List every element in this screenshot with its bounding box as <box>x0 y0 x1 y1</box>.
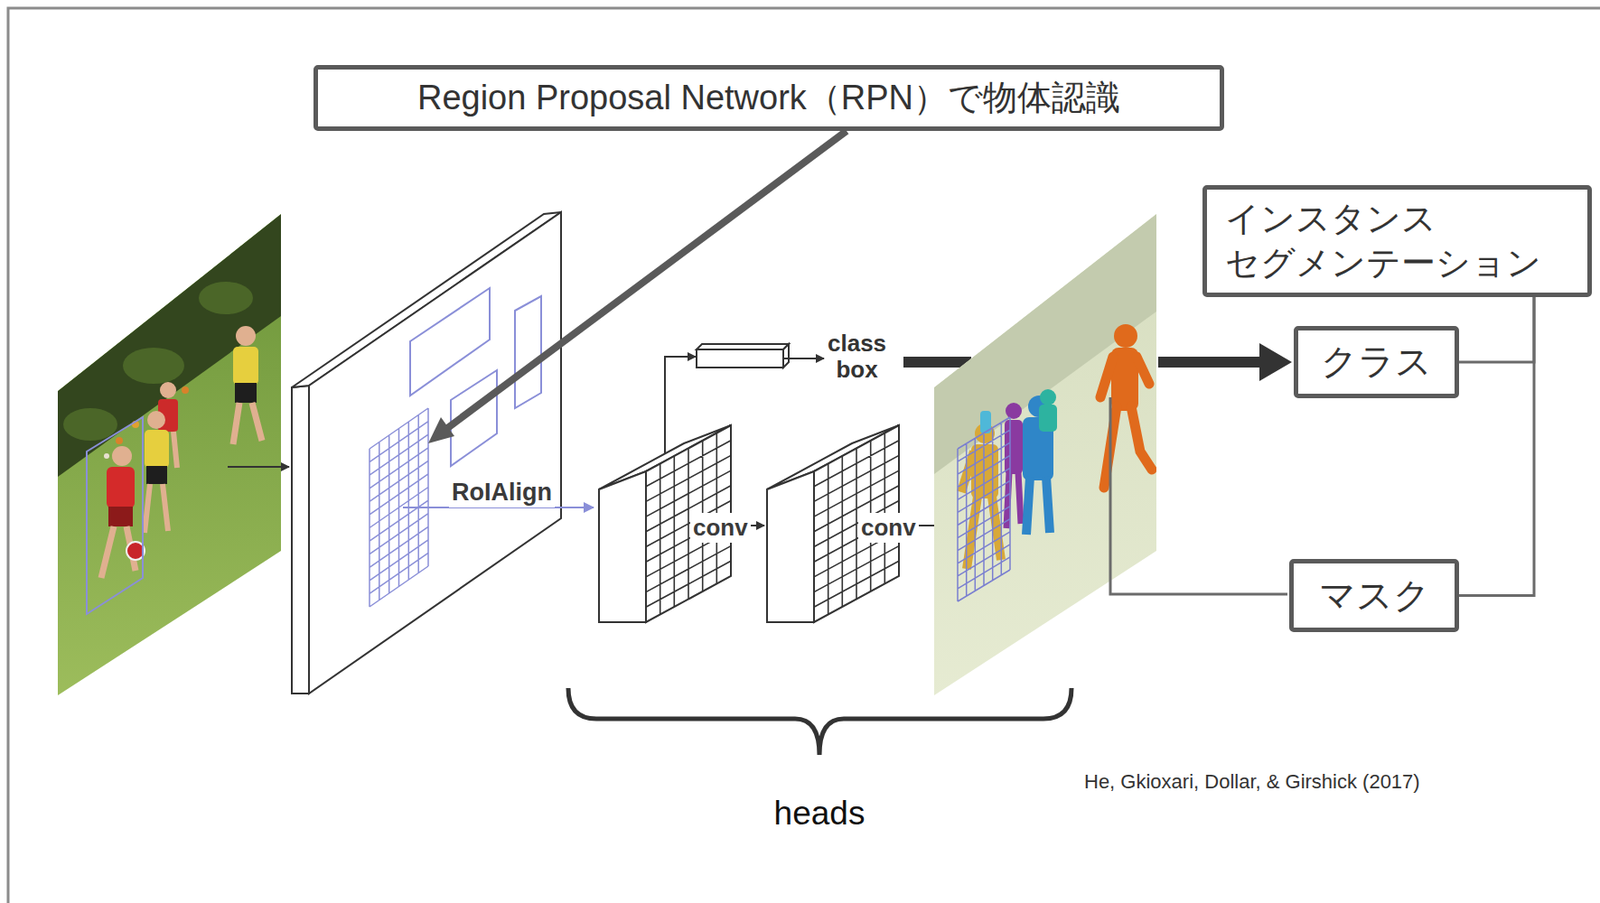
input-photo-part <box>57 214 281 478</box>
input-photo-part <box>122 347 185 384</box>
callout-box: Region Proposal Network（RPN）で物体認識 <box>313 65 1225 131</box>
input-photo-part <box>144 430 169 468</box>
input-photo <box>54 207 285 701</box>
input-photo-part <box>159 382 177 399</box>
mask-leader <box>1110 397 1288 595</box>
output-image-part <box>1038 389 1058 432</box>
connector <box>1459 297 1535 363</box>
output-image <box>930 207 1176 701</box>
input-arrow <box>227 466 290 468</box>
output-label: class box <box>827 330 887 383</box>
input-photo-part <box>63 408 118 441</box>
output-image-part <box>1173 324 1176 327</box>
output-image-part <box>1100 324 1152 488</box>
thick-arrow <box>903 356 972 368</box>
output-image-part-part <box>1004 420 1023 475</box>
output-image-part-part <box>1039 389 1057 406</box>
branch-arrow <box>664 356 696 455</box>
class-box: クラス <box>1293 326 1460 399</box>
input-photo-part <box>112 446 132 467</box>
output-image-part-part <box>1113 324 1138 348</box>
input-photo-part <box>198 281 253 315</box>
input-photo-part <box>146 466 168 485</box>
output-image-part <box>957 417 1011 602</box>
citation: He, Gkioxari, Dollar, & Girshick (2017) <box>1084 770 1421 795</box>
callout-pointer-head <box>428 417 455 444</box>
fc-box <box>696 344 789 368</box>
output-image-part-part <box>1100 356 1152 488</box>
feature-map-part <box>410 288 490 396</box>
input-photo-part <box>235 326 256 347</box>
feature-map-part <box>514 296 542 409</box>
output-image-part <box>961 423 1002 570</box>
fc-arrow <box>783 357 824 360</box>
thick-arrow <box>1158 356 1262 368</box>
input-photo-part <box>108 506 133 527</box>
thick-arrow-head <box>1259 343 1292 382</box>
heads-bracket <box>568 688 1072 756</box>
input-photo-part <box>103 453 110 459</box>
input-photo-part <box>115 437 123 445</box>
layer-label: conv <box>858 513 919 543</box>
feature-map-part <box>308 212 562 694</box>
frame-line <box>8 8 1600 903</box>
input-photo-part <box>144 484 169 534</box>
operation-label: RoIAlign <box>449 477 555 508</box>
node-text: クラス <box>1320 338 1432 385</box>
input-photo-part <box>233 346 259 385</box>
mask-box: マスク <box>1289 559 1460 633</box>
input-photo-part <box>181 386 189 394</box>
input-photo-part <box>54 207 285 701</box>
input-photo-part <box>234 383 257 403</box>
output-image-part <box>930 207 1161 701</box>
output-image-part <box>1004 402 1023 529</box>
node-text: インスタンス セグメンテーション <box>1225 196 1570 285</box>
input-photo-part <box>106 467 135 509</box>
output-image-part-part <box>1026 477 1050 535</box>
result-box: インスタンス セグメンテーション <box>1202 185 1592 298</box>
node-text: マスク <box>1319 572 1431 619</box>
connector <box>1459 297 1535 597</box>
feature-map-part <box>291 385 309 694</box>
group-label: heads <box>774 795 866 833</box>
output-image-part-part <box>1038 404 1058 432</box>
layer-label: conv <box>690 513 751 543</box>
feature-map <box>291 212 562 694</box>
node-text: Region Proposal Network（RPN）で物体認識 <box>417 75 1121 121</box>
input-photo-part <box>233 402 262 445</box>
input-photo-part <box>147 411 166 430</box>
input-photo-part <box>86 417 143 615</box>
output-image-part-part <box>1005 402 1022 420</box>
callout-pointer <box>439 130 847 435</box>
fc-box-part <box>696 349 784 368</box>
